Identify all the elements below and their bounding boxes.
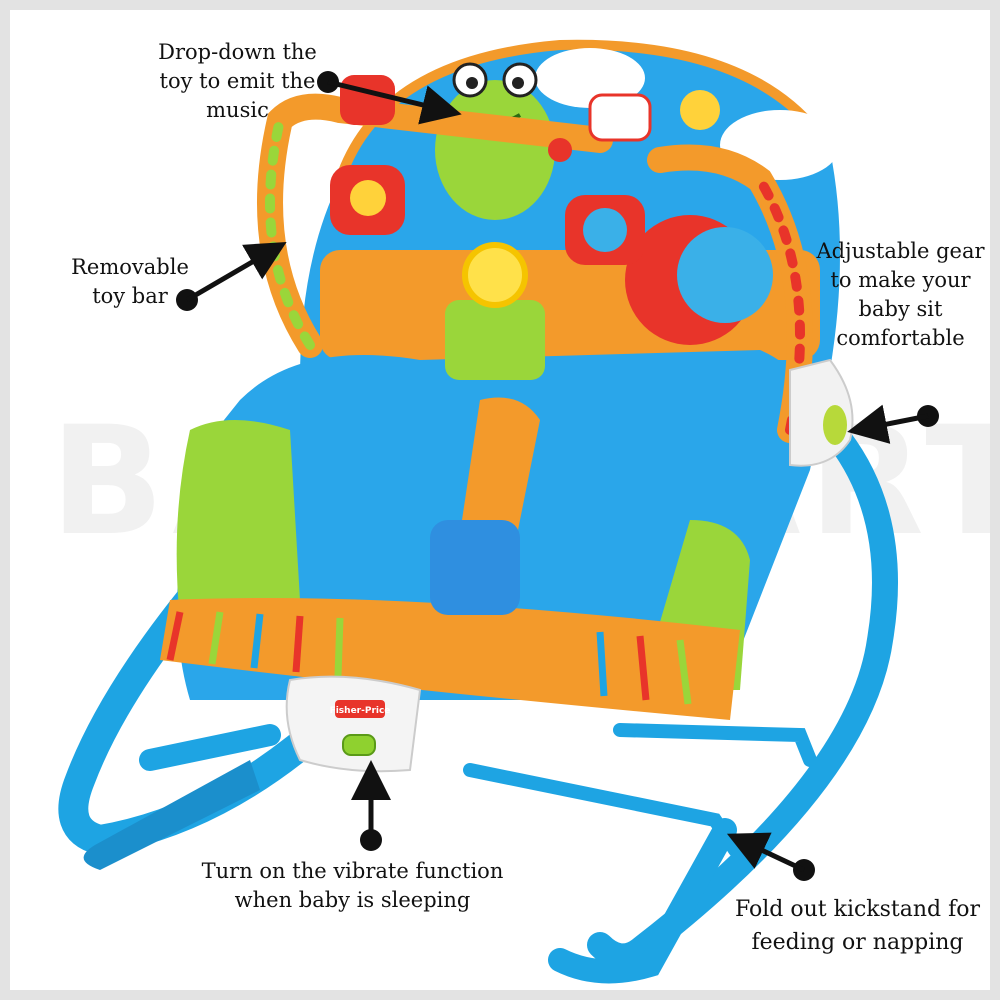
callout-line: baby sit xyxy=(858,297,943,321)
arrow-gear xyxy=(847,404,939,444)
callout-line: Drop-down the xyxy=(158,40,317,64)
callout-line: toy bar xyxy=(92,284,168,308)
callout-line: feeding or napping xyxy=(751,930,964,955)
callout-toy-bar: Removable toy bar xyxy=(50,253,210,311)
arrow-kickstand xyxy=(726,832,815,881)
callout-gear: Adjustable gear to make your baby sit co… xyxy=(803,237,990,353)
callout-line: toy to emit the xyxy=(159,69,316,93)
callout-line: Turn on the vibrate function xyxy=(201,859,504,883)
callout-arrows xyxy=(176,71,939,881)
callout-line: when baby is sleeping xyxy=(234,888,471,912)
callout-line: Adjustable gear xyxy=(816,239,985,263)
brand-logo: Fisher-Price xyxy=(330,706,391,716)
adjustable-gear xyxy=(789,358,854,467)
seat-cushion xyxy=(160,350,815,720)
hanging-toys xyxy=(330,75,720,265)
arrow-vibrate xyxy=(351,760,391,851)
callout-kickstand: Fold out kickstand for feeding or nappin… xyxy=(715,893,990,959)
callout-vibrate: Turn on the vibrate function when baby i… xyxy=(180,857,525,915)
callout-line: Removable xyxy=(71,255,189,279)
rocker-foot xyxy=(83,760,261,870)
arrow-toy-bar xyxy=(176,241,287,311)
callout-line: Fold out kickstand for xyxy=(734,897,981,922)
baby-rocker-illustration: Fisher-Price xyxy=(58,39,898,984)
callout-toy-drop: Drop-down the toy to emit the music xyxy=(130,38,345,125)
callout-line: to make your xyxy=(830,268,971,292)
arrow-toy-drop xyxy=(317,71,462,125)
callout-line: music xyxy=(206,98,269,122)
callout-line: comfortable xyxy=(836,326,965,350)
